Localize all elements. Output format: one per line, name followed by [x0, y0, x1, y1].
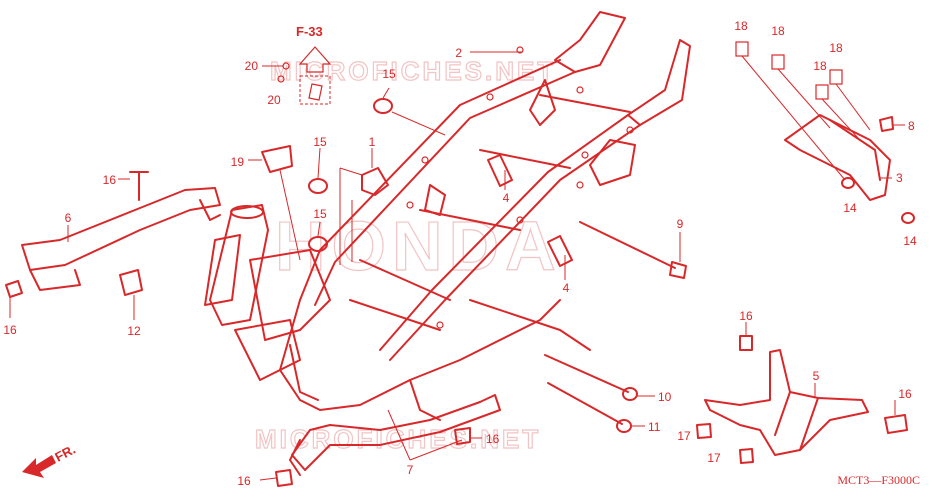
callout-6[interactable]: 6	[65, 211, 72, 225]
callout-14-right[interactable]: 14	[903, 234, 917, 248]
callout-18-a[interactable]: 18	[734, 19, 748, 33]
small-bracket-part	[308, 83, 323, 101]
callout-8[interactable]: 8	[908, 119, 915, 133]
part-7-lower-pipe[interactable]	[259, 394, 501, 487]
part-6-front-pipe[interactable]	[5, 171, 221, 320]
part-4-spacers[interactable]	[487, 154, 573, 280]
callout-18-d[interactable]: 18	[813, 59, 827, 73]
part-5-stand[interactable]	[696, 322, 908, 464]
part-1-bracket[interactable]	[339, 148, 389, 265]
part-19-clamp[interactable]	[248, 145, 301, 261]
callout-1[interactable]: 1	[369, 135, 376, 149]
callout-17-upper[interactable]: 17	[677, 429, 691, 443]
main-frame[interactable]	[204, 11, 691, 421]
part-3-cover[interactable]	[735, 41, 915, 224]
part-15-mounts[interactable]	[308, 87, 446, 252]
callout-16-stand-top[interactable]: 16	[739, 309, 753, 323]
reference-f33[interactable]: F-33	[296, 24, 332, 105]
callout-16-lower-pipe[interactable]: 16	[486, 432, 500, 446]
watermark-center: HONDA	[275, 207, 562, 285]
callout-15-low[interactable]: 15	[313, 207, 327, 221]
callout-18-b[interactable]: 18	[771, 24, 785, 38]
callout-17-lower[interactable]: 17	[707, 451, 721, 465]
callout-7[interactable]: 7	[407, 463, 414, 477]
diagram-code: MCT3—F3000C	[837, 473, 920, 487]
dashed-box	[299, 75, 331, 105]
callout-16-front-upper[interactable]: 16	[103, 173, 117, 187]
callout-19[interactable]: 19	[231, 155, 245, 169]
callout-20-upper[interactable]: 20	[245, 59, 259, 73]
callouts: 1 2 3 4 4 5 6 7 8 9 10 11 12 14 14 15 15…	[3, 19, 917, 488]
front-arrow-icon	[22, 455, 56, 478]
callout-14-left[interactable]: 14	[843, 201, 857, 215]
up-arrow-icon	[298, 46, 332, 73]
callout-3[interactable]: 3	[896, 171, 903, 185]
callout-5[interactable]: 5	[813, 369, 820, 383]
callout-4-upper[interactable]: 4	[503, 191, 510, 205]
part-10-11-bolts[interactable]	[544, 354, 655, 433]
front-label: FR.	[52, 442, 78, 465]
callout-18-c[interactable]: 18	[829, 41, 843, 55]
front-direction-indicator: FR.	[22, 442, 78, 478]
part-20-clips	[262, 62, 290, 83]
part-9-bolt[interactable]	[579, 221, 687, 279]
callout-2[interactable]: 2	[455, 46, 462, 60]
callout-4-lower[interactable]: 4	[563, 281, 570, 295]
callout-16-lower-left[interactable]: 16	[237, 474, 251, 488]
watermark-top: MICROFICHES.NET	[270, 56, 556, 86]
callout-20-lower[interactable]: 20	[267, 93, 281, 107]
callout-9[interactable]: 9	[677, 217, 684, 231]
callout-10[interactable]: 10	[658, 390, 672, 404]
callout-15-top[interactable]: 15	[382, 67, 396, 81]
callout-16-stand-right[interactable]: 16	[898, 387, 912, 401]
reference-label: F-33	[296, 24, 323, 39]
callout-11[interactable]: 11	[648, 420, 661, 434]
callout-12[interactable]: 12	[127, 324, 141, 338]
callout-15-mid[interactable]: 15	[313, 135, 327, 149]
callout-16-front-lower[interactable]: 16	[3, 323, 17, 337]
